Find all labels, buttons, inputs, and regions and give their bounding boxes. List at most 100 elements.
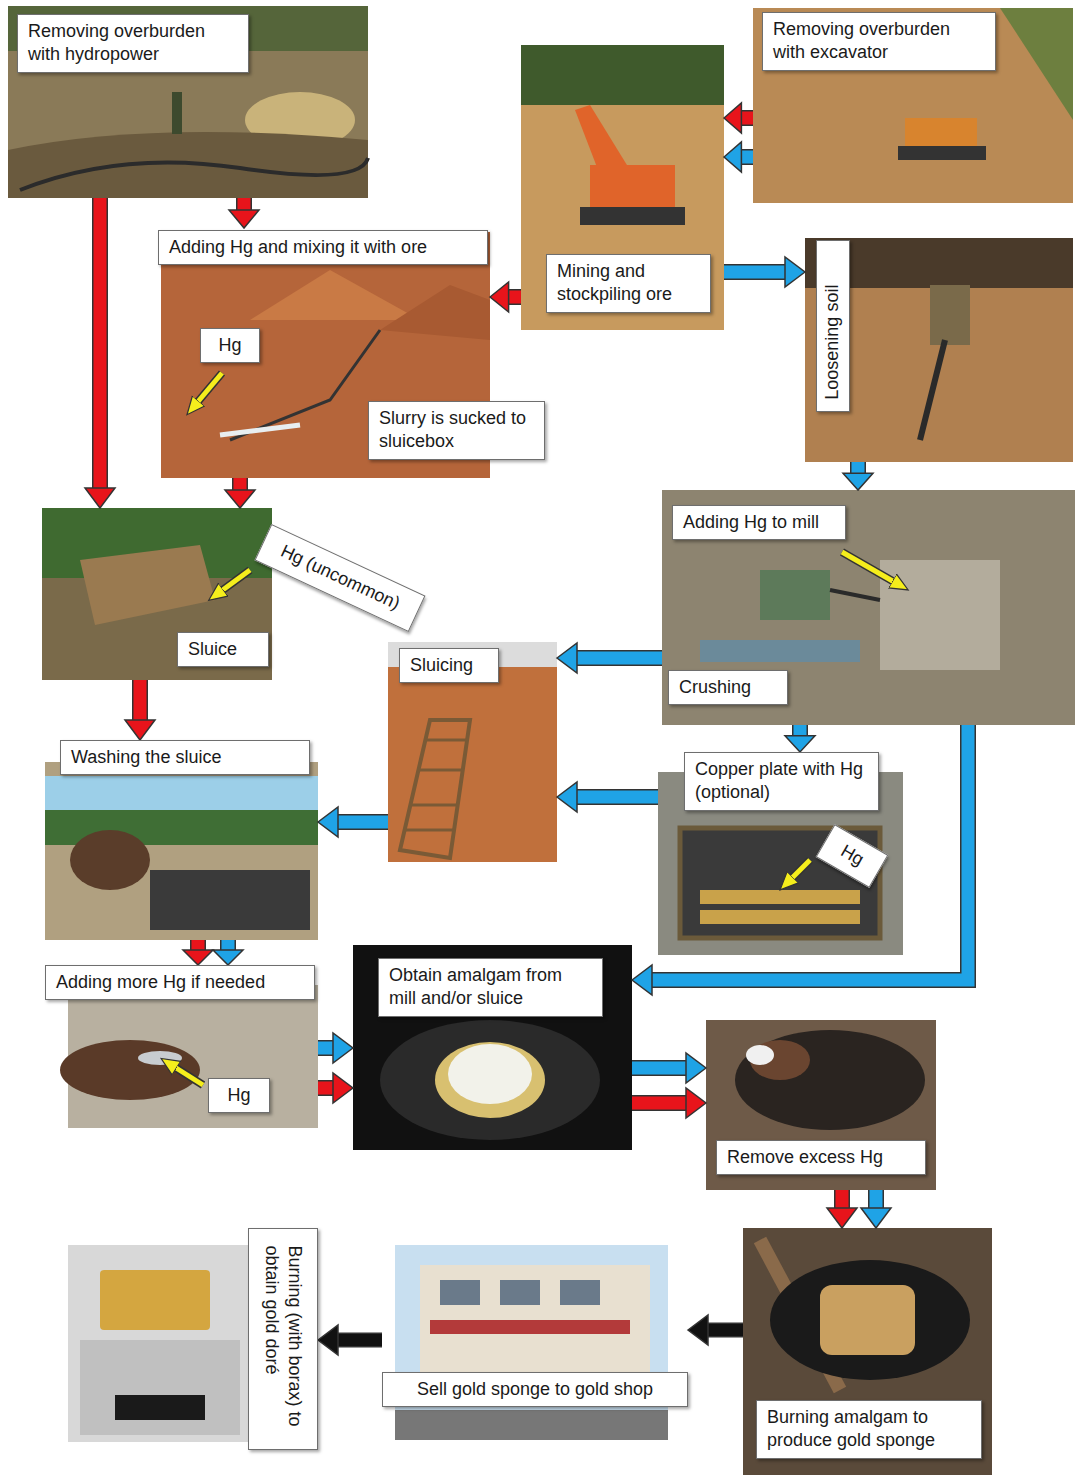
photo-panel: Remove excess Hg — [706, 1020, 936, 1190]
photo-ground — [388, 642, 557, 862]
caption-box: Mining and stockpiling ore — [546, 254, 711, 313]
caption-text: Adding Hg and mixing it with ore — [169, 236, 477, 259]
arrow-shaft — [94, 198, 107, 489]
caption-text: Hg — [836, 840, 868, 872]
caption-text: Sluice — [188, 638, 258, 661]
photo-panel: Copper plate with Hg (optional)Hg — [658, 752, 903, 955]
photo-worker — [930, 285, 970, 345]
arrow-head — [213, 950, 243, 965]
arrow-outline — [92, 198, 108, 489]
arrow-shaft — [508, 291, 521, 304]
photo-vegetation — [1000, 8, 1073, 120]
photo-motor — [760, 570, 830, 620]
photo-copper-plate — [700, 890, 860, 904]
photo-scale — [80, 1340, 240, 1435]
flow-arrow — [318, 807, 388, 837]
arrow-shaft — [318, 1082, 334, 1095]
photo-cloth — [746, 1045, 774, 1065]
hg-arrow — [790, 860, 810, 880]
flow-arrow — [724, 142, 753, 172]
caption-box: Adding more Hg if needed — [45, 965, 315, 1000]
caption-text: Hg — [211, 334, 249, 357]
photo-vegetation — [521, 45, 724, 105]
photo-gold-bar — [100, 1270, 210, 1330]
arrow-outline — [337, 1333, 382, 1348]
arrow-shaft — [234, 478, 247, 491]
caption-text: Washing the sluice — [71, 746, 299, 769]
flow-arrow — [557, 643, 662, 673]
photo-building — [420, 1265, 650, 1385]
caption-text: Hg (uncommon) — [277, 540, 404, 616]
flow-arrow — [183, 940, 213, 965]
photo-panel: Burning amalgam to produce gold sponge — [743, 1228, 992, 1475]
caption-text: Hg — [219, 1084, 259, 1107]
arrow-shaft — [632, 1062, 687, 1075]
caption-text: Sell gold sponge to gold shop — [393, 1378, 677, 1401]
caption-text: Mining and stockpiling ore — [557, 260, 700, 307]
arrow-head — [318, 1325, 338, 1355]
caption-box: Hg — [816, 824, 889, 888]
caption-text: Slurry is sucked to sluicebox — [379, 407, 534, 454]
photo-ground — [42, 508, 272, 680]
arrow-outline — [707, 1323, 743, 1338]
flow-arrow — [632, 1053, 706, 1083]
caption-box: Hg — [208, 1078, 270, 1113]
arrow-head — [724, 103, 741, 133]
arrow-outline — [576, 650, 662, 666]
arrow-outline — [850, 462, 866, 474]
photo-jackhammer — [920, 340, 945, 440]
photo-panel: Sluicing — [388, 642, 557, 862]
caption-box: Remove excess Hg — [716, 1140, 926, 1175]
flow-arrow — [229, 198, 259, 228]
arrow-shaft — [337, 816, 388, 829]
arrow-shaft — [337, 1334, 382, 1346]
photo-panel: Adding more Hg if neededHg — [45, 965, 318, 1128]
arrow-head — [785, 257, 805, 287]
flow-arrow — [125, 680, 155, 740]
photo-excavator-arm — [575, 105, 630, 175]
photo-sluice — [700, 640, 860, 662]
caption-box: Burning (with borax) to obtain gold doré — [248, 1228, 318, 1450]
arrow-head — [686, 1053, 706, 1083]
arrow-head — [318, 807, 338, 837]
hg-arrow-outline — [790, 860, 810, 880]
arrow-shaft — [870, 1190, 883, 1209]
caption-box: Burning amalgam to produce gold sponge — [756, 1400, 982, 1459]
arrow-head — [333, 1033, 353, 1063]
photo-sluice — [80, 545, 215, 625]
photo-worker — [172, 92, 182, 134]
photo-amalgam — [448, 1044, 532, 1104]
photo-sluice-ladder — [400, 720, 470, 858]
flow-arrow — [632, 725, 968, 995]
photo-panel: Washing the sluice — [45, 740, 318, 940]
flow-arrow — [225, 478, 255, 508]
photo-sluice-riffles — [405, 740, 466, 830]
caption-text: Obtain amalgam from mill and/or sluice — [389, 964, 592, 1011]
arrow-head — [225, 490, 255, 508]
arrow-outline — [632, 1095, 687, 1111]
caption-box: Sluicing — [399, 648, 499, 683]
arrow-shaft — [576, 652, 662, 665]
arrow-shaft — [724, 266, 786, 279]
photo-excavator — [590, 165, 675, 207]
photo-ground — [753, 8, 1073, 203]
arrow-head — [125, 720, 155, 740]
photo-water-jet — [220, 425, 300, 435]
caption-box: Adding Hg and mixing it with ore — [158, 230, 488, 265]
photo-mud — [8, 132, 368, 198]
photo-ground — [353, 945, 632, 1150]
arrow-head — [229, 210, 259, 228]
arrow-head — [632, 965, 652, 995]
photo-shop-sign — [430, 1320, 630, 1334]
caption-box: Sell gold sponge to gold shop — [382, 1372, 688, 1407]
photo-panel: Obtain amalgam from mill and/or sluice — [353, 945, 632, 1150]
caption-text: Burning amalgam to produce gold sponge — [767, 1406, 971, 1453]
arrow-shaft — [651, 725, 968, 980]
flow-arrow — [861, 1190, 891, 1228]
photo-gold-sponge — [820, 1285, 915, 1355]
photo-sluice-mat — [150, 870, 310, 930]
arrow-outline — [724, 264, 786, 280]
caption-box: Obtain amalgam from mill and/or sluice — [378, 958, 603, 1017]
arrow-outline — [132, 680, 148, 721]
